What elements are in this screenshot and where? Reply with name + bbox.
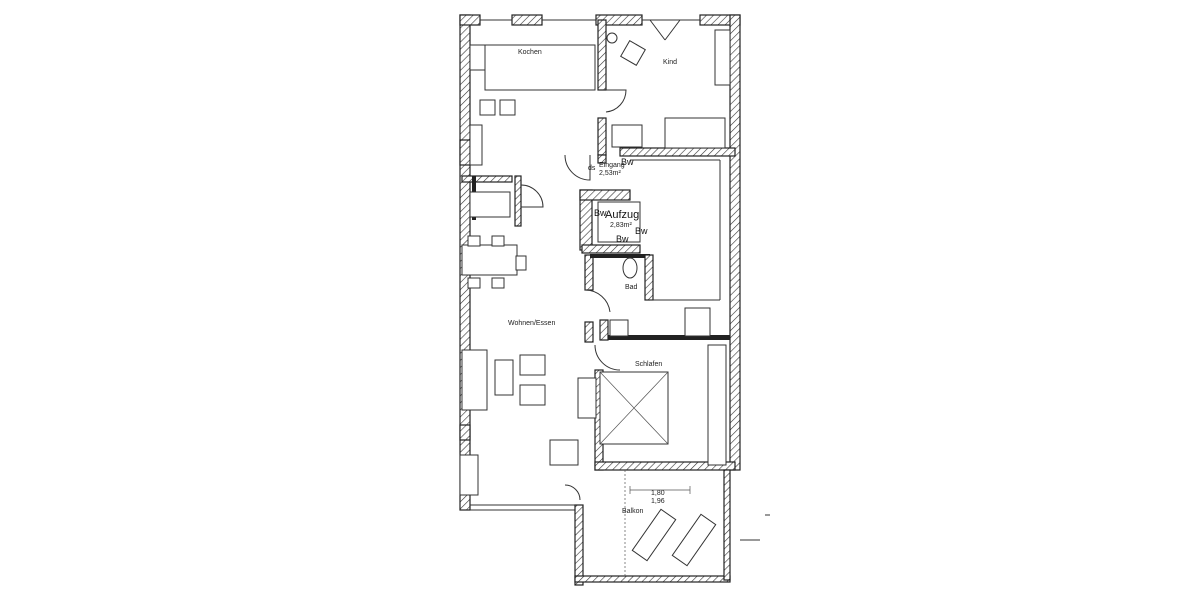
balcony	[574, 469, 770, 586]
bw-marker-elevator-right: Bw	[635, 226, 648, 236]
elevator-area: 2,83m²	[610, 222, 632, 229]
room-label-bedroom: Schlafen	[635, 361, 662, 368]
entrance-prefix: ds	[588, 165, 596, 172]
bw-marker-elevator-left: Bw	[594, 208, 607, 218]
dimension-bottom: 1,96	[651, 498, 665, 505]
room-label-entrance: Eingang	[599, 162, 625, 169]
bw-marker-entrance: Bw	[621, 157, 634, 167]
room-label-living: Wohnen/Essen	[508, 320, 555, 327]
room-label-bath: Bad	[625, 284, 638, 291]
room-label-elevator: Aufzug	[605, 209, 639, 221]
room-label-kitchen: Kochen	[518, 49, 542, 56]
furniture	[459, 29, 731, 496]
room-label-balcony: Balkon	[622, 508, 644, 515]
bw-marker-elevator-bottom: Bw	[616, 234, 629, 244]
room-label-child: Kind	[663, 59, 677, 66]
dimension-top: 1,80	[651, 490, 665, 497]
entrance-area: 2,53m²	[599, 170, 621, 177]
doors	[520, 19, 681, 501]
